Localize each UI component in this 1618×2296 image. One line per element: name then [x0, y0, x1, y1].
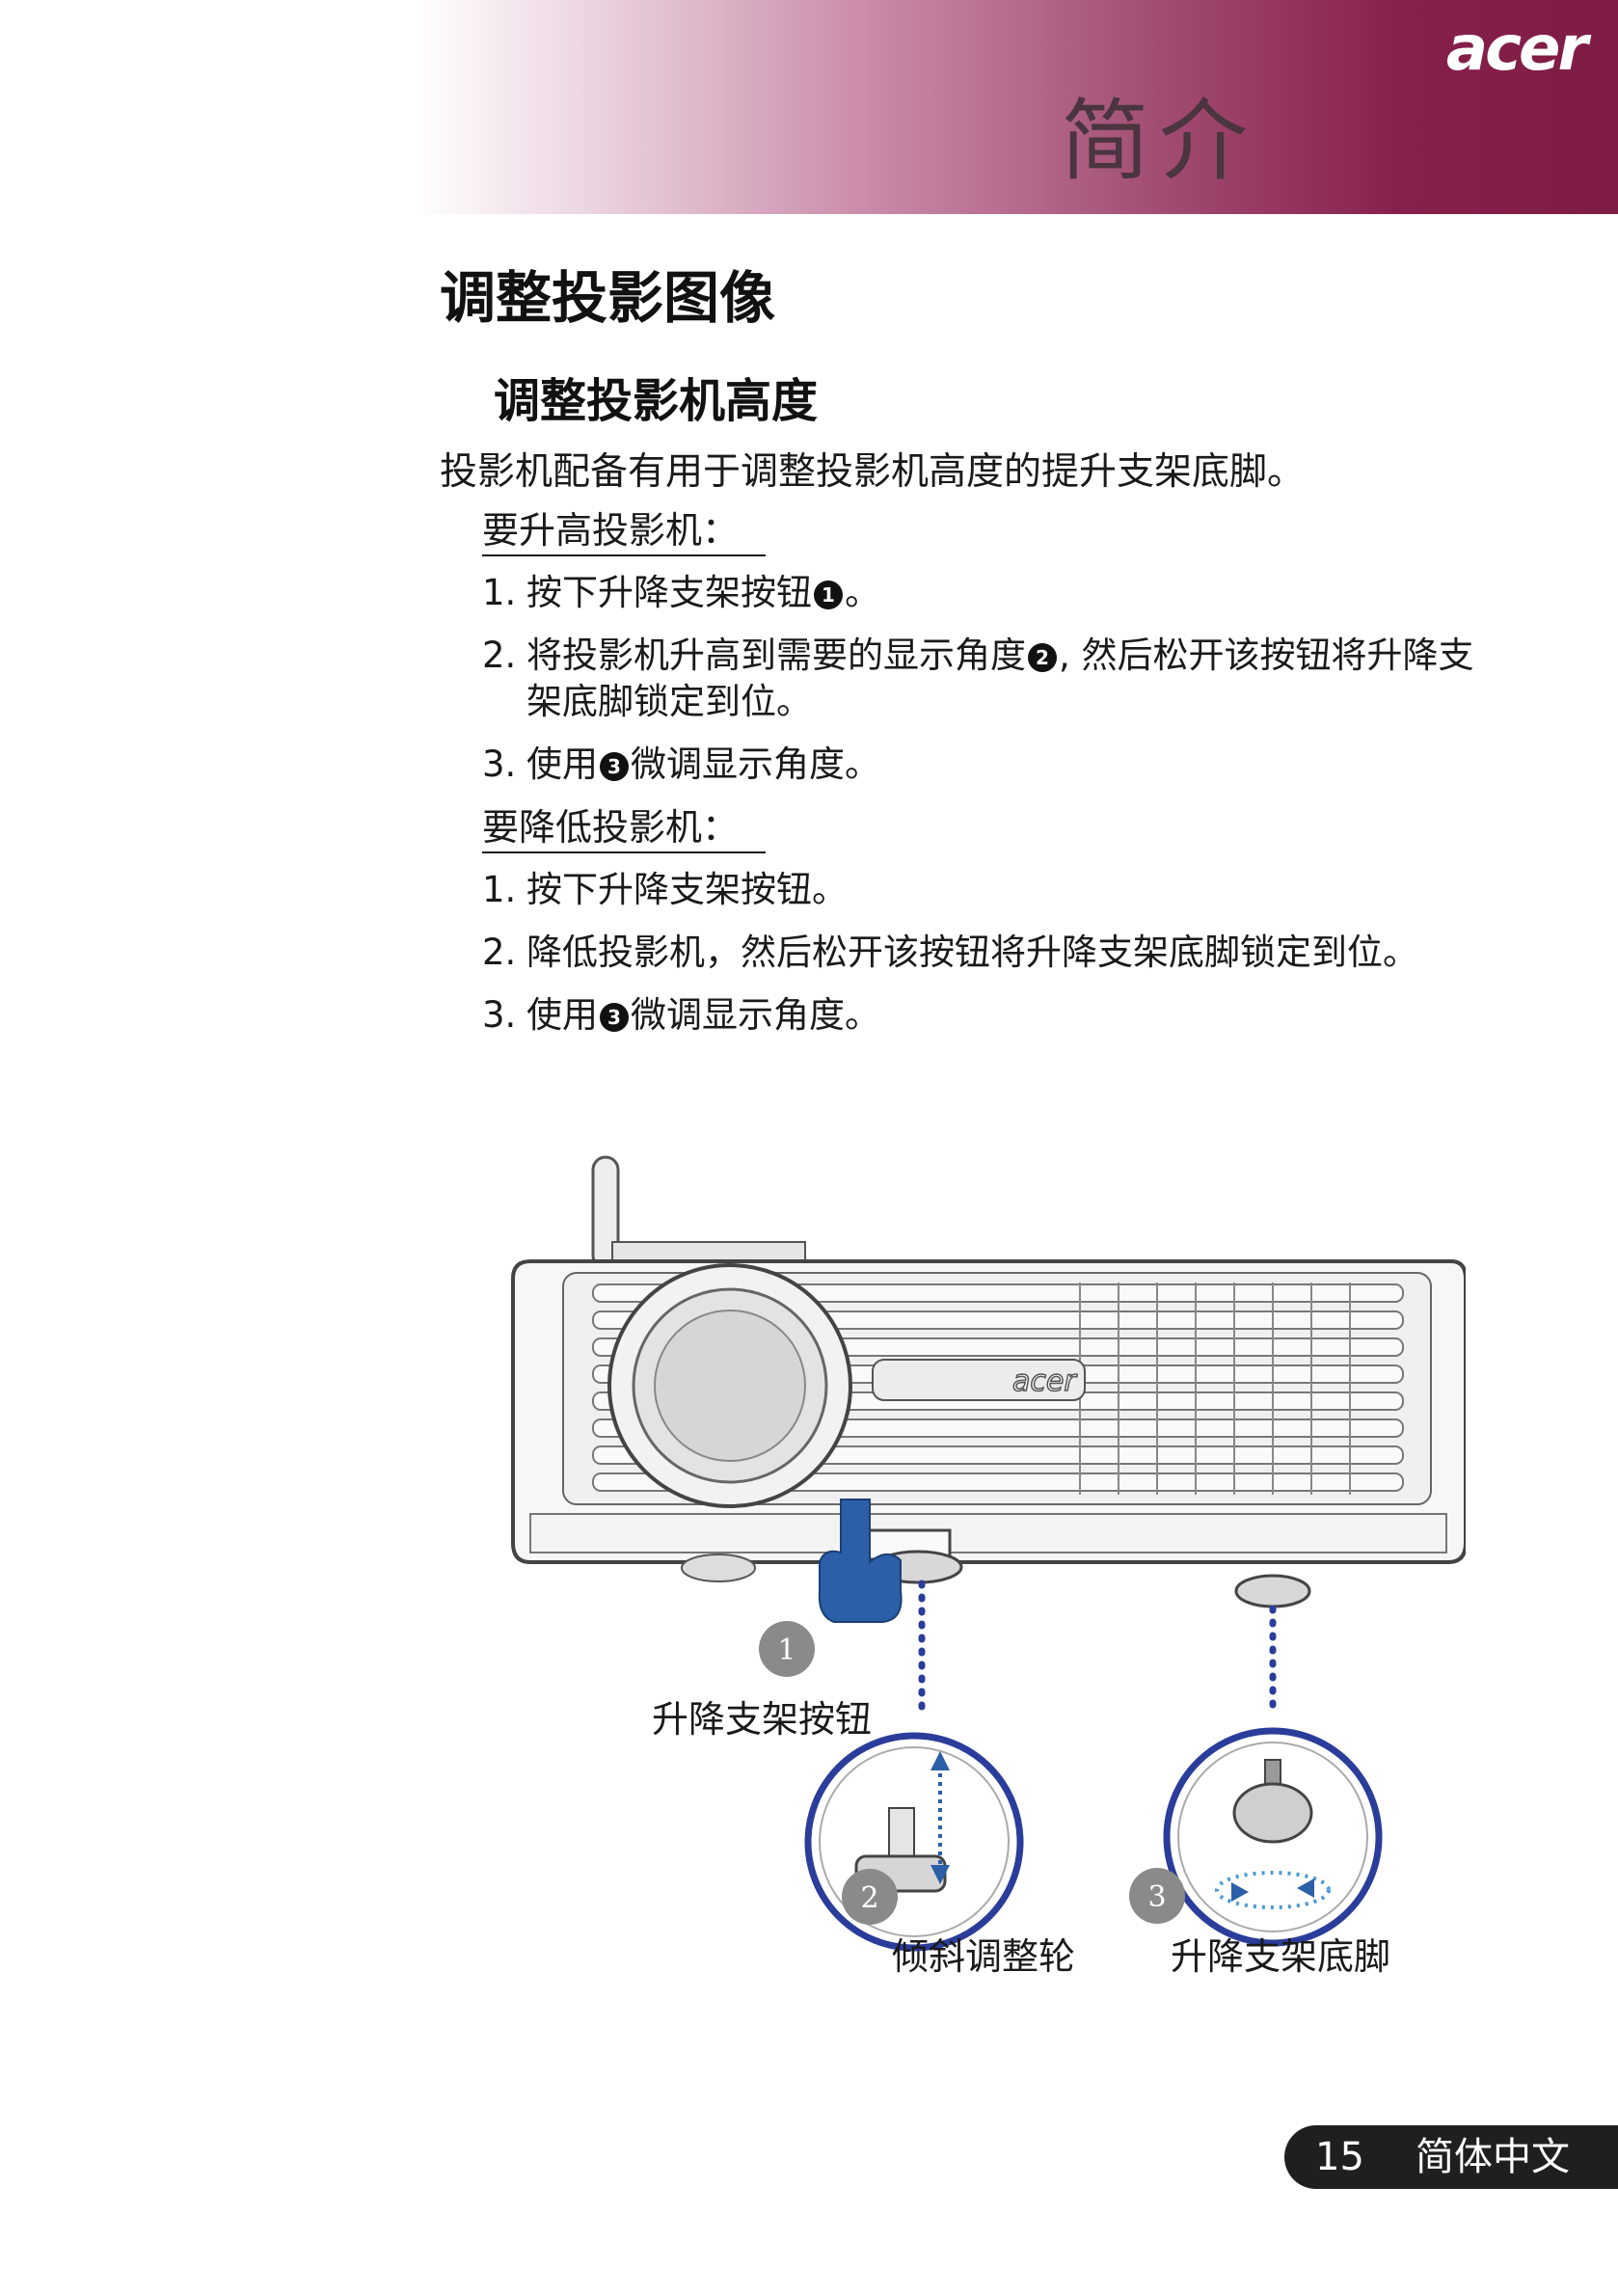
callout-1-badge: [759, 1621, 815, 1677]
projector-brand: acer: [1012, 1364, 1077, 1398]
marker-2-icon: 2: [1028, 643, 1057, 672]
page-number: 15: [1315, 2135, 1364, 2179]
raise-heading: 要升高投影机：: [482, 506, 767, 556]
acer-logo: acer: [1445, 14, 1588, 85]
intro-paragraph: 投影机配备有用于调整投影机高度的提升支架底脚。: [440, 450, 1306, 494]
header-band: acer: [415, 0, 1618, 214]
marker-3-icon: 3: [600, 752, 629, 781]
subsection-title: 调整投影机高度: [494, 374, 819, 428]
callout-3-badge: [1129, 1868, 1185, 1924]
lower-heading: 要降低投影机：: [482, 803, 767, 853]
marker-3-icon: 3: [600, 1003, 629, 1032]
svg-text:3: 3: [1147, 1880, 1166, 1914]
raise-step-2-continued: 架底脚锁定到位。: [526, 681, 812, 722]
svg-text:1: 1: [777, 1634, 796, 1667]
callout-2-label: 倾斜调整轮: [892, 1935, 1076, 1978]
callout-1-label: 升降支架按钮: [652, 1698, 873, 1741]
callout-3-label: 升降支架底脚: [1171, 1935, 1391, 1978]
callout-2-badge: [842, 1869, 898, 1925]
marker-1-icon: 1: [814, 581, 843, 609]
section-title: 调整投影图像: [440, 265, 776, 331]
chapter-title: 简介: [1061, 90, 1258, 193]
rotate-arrow-icon: [1215, 1871, 1331, 1909]
hand-press-icon: [818, 1499, 903, 1623]
language-label: 简体中文: [1416, 2135, 1570, 2179]
lower-step-2: 2.降低投影机，然后松开该按钮将升降支架底脚锁定到位。: [482, 932, 1418, 973]
projector-illustration: acer 1 2 3: [511, 1155, 1466, 1952]
svg-text:2: 2: [860, 1881, 878, 1915]
lower-step-1: 1.按下升降支架按钮。: [482, 869, 848, 910]
page-footer: 15 简体中文: [1284, 2125, 1618, 2189]
